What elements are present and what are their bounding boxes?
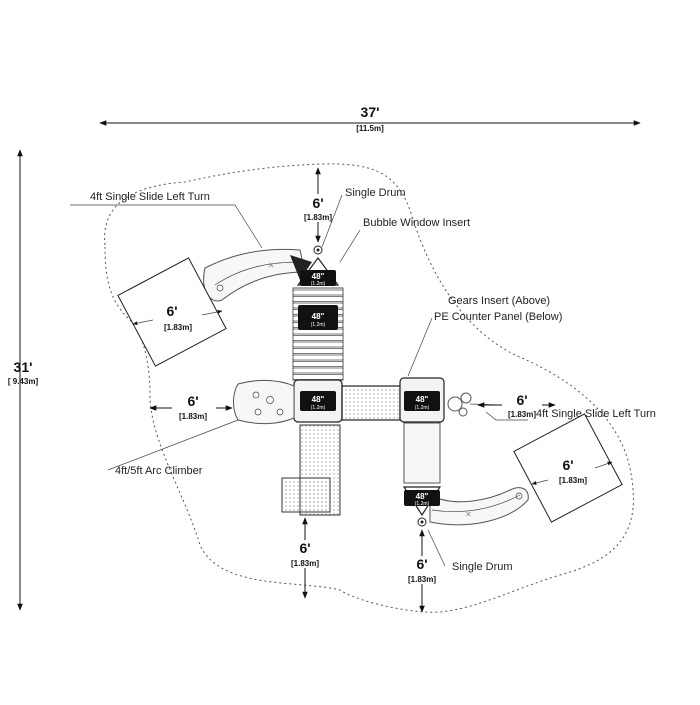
deck-metric: (1.2m)	[311, 322, 326, 328]
deck-height: 48"	[416, 395, 429, 404]
clearance-m: [1.83m]	[408, 575, 436, 584]
climber-rung	[292, 289, 344, 296]
callout-leaders	[70, 194, 528, 567]
clearance-m: [1.83m]	[179, 412, 207, 421]
climber-rung	[292, 367, 344, 374]
label-single-drum-bottom: Single Drum	[452, 561, 513, 573]
bottom-drum-clearance: 6' [1.83m]	[402, 529, 442, 613]
clearance-ft: 6'	[312, 195, 323, 211]
deck-central: 48" (1.2m)	[293, 379, 343, 423]
clearance-ft: 6'	[416, 556, 427, 572]
clearance-ft: 6'	[299, 540, 310, 556]
overall-width-ft: 37'	[361, 104, 380, 120]
left-slide-clearance-box	[117, 257, 227, 367]
right-slide: ✕	[429, 487, 529, 526]
clearance-ft: 6'	[166, 303, 177, 319]
climber-rung	[292, 335, 344, 341]
clearance-m: [1.83m]	[559, 476, 587, 485]
deck-height: 48"	[416, 492, 429, 501]
deck-metric: (1.2m)	[311, 281, 326, 287]
deck-metric: (1.2m)	[415, 405, 430, 411]
arc-climber-clearance: 6' [1.83m]	[149, 393, 233, 423]
gears-clearance: 6' [1.83m]	[477, 392, 556, 421]
lower-climber	[403, 422, 441, 484]
use-zone-boundary	[104, 163, 634, 613]
clearance-m: [1.83m]	[291, 559, 319, 568]
climber-rung	[292, 354, 344, 361]
overall-width-dimension: 37' [11.5m]	[99, 104, 641, 133]
climber-rung	[292, 361, 344, 367]
lower-panels-clearance: 6' [1.83m]	[285, 517, 325, 599]
deck-height: 48"	[312, 272, 325, 281]
clearance-m: [1.83m]	[164, 323, 192, 332]
deck-metric: (1.2m)	[311, 405, 326, 411]
stepped-climber	[292, 287, 344, 381]
deck-height: 48"	[312, 395, 325, 404]
right-slide-clearance: 6' [1.83m]	[531, 457, 613, 485]
overall-width-m: [11.5m]	[356, 124, 384, 133]
climber-rung	[292, 374, 344, 380]
climber-rung	[292, 348, 344, 354]
label-left-slide: 4ft Single Slide Left Turn	[90, 191, 210, 203]
clearance-m: [1.83m]	[304, 213, 332, 222]
clearance-ft: 6'	[562, 457, 573, 473]
clearance-m: [1.83m]	[508, 410, 536, 419]
deck-height: 48"	[312, 312, 325, 321]
svg-text:✕: ✕	[465, 510, 472, 519]
deck-top: 48" (1.2m)	[296, 245, 340, 287]
label-single-drum-top: Single Drum	[345, 187, 406, 199]
clearance-ft: 6'	[187, 393, 198, 409]
left-slide-clearance: 6' [1.83m]	[132, 303, 223, 332]
climber-rung	[292, 341, 344, 348]
clearance-ft: 6'	[516, 392, 527, 408]
deck-right: 48" (1.2m)	[399, 377, 445, 423]
svg-text:✕: ✕	[268, 261, 275, 270]
deck-upper-middle: 48" (1.2m)	[298, 305, 338, 330]
label-arc-climber: 4ft/5ft Arc Climber	[115, 465, 203, 477]
overall-height-m: [ 9.43m]	[8, 377, 39, 386]
deck-bottom: 48" (1.2m)	[402, 486, 442, 527]
label-bubble-window: Bubble Window Insert	[363, 217, 470, 229]
arc-climber	[233, 379, 295, 425]
lower-panels	[281, 424, 341, 516]
label-pe-counter: PE Counter Panel (Below)	[434, 311, 562, 323]
right-slide-clearance-box	[513, 413, 623, 523]
overall-height-ft: 31'	[14, 359, 33, 375]
label-right-slide: 4ft Single Slide Left Turn	[536, 408, 656, 420]
overall-height-dimension: 31' [ 9.43m]	[8, 149, 39, 611]
label-gears-insert: Gears Insert (Above)	[448, 295, 550, 307]
top-clearance: 6' [1.83m]	[300, 167, 336, 243]
climber-rung	[292, 296, 344, 302]
deck-metric: (1.2m)	[415, 501, 430, 507]
bridge	[341, 385, 401, 421]
